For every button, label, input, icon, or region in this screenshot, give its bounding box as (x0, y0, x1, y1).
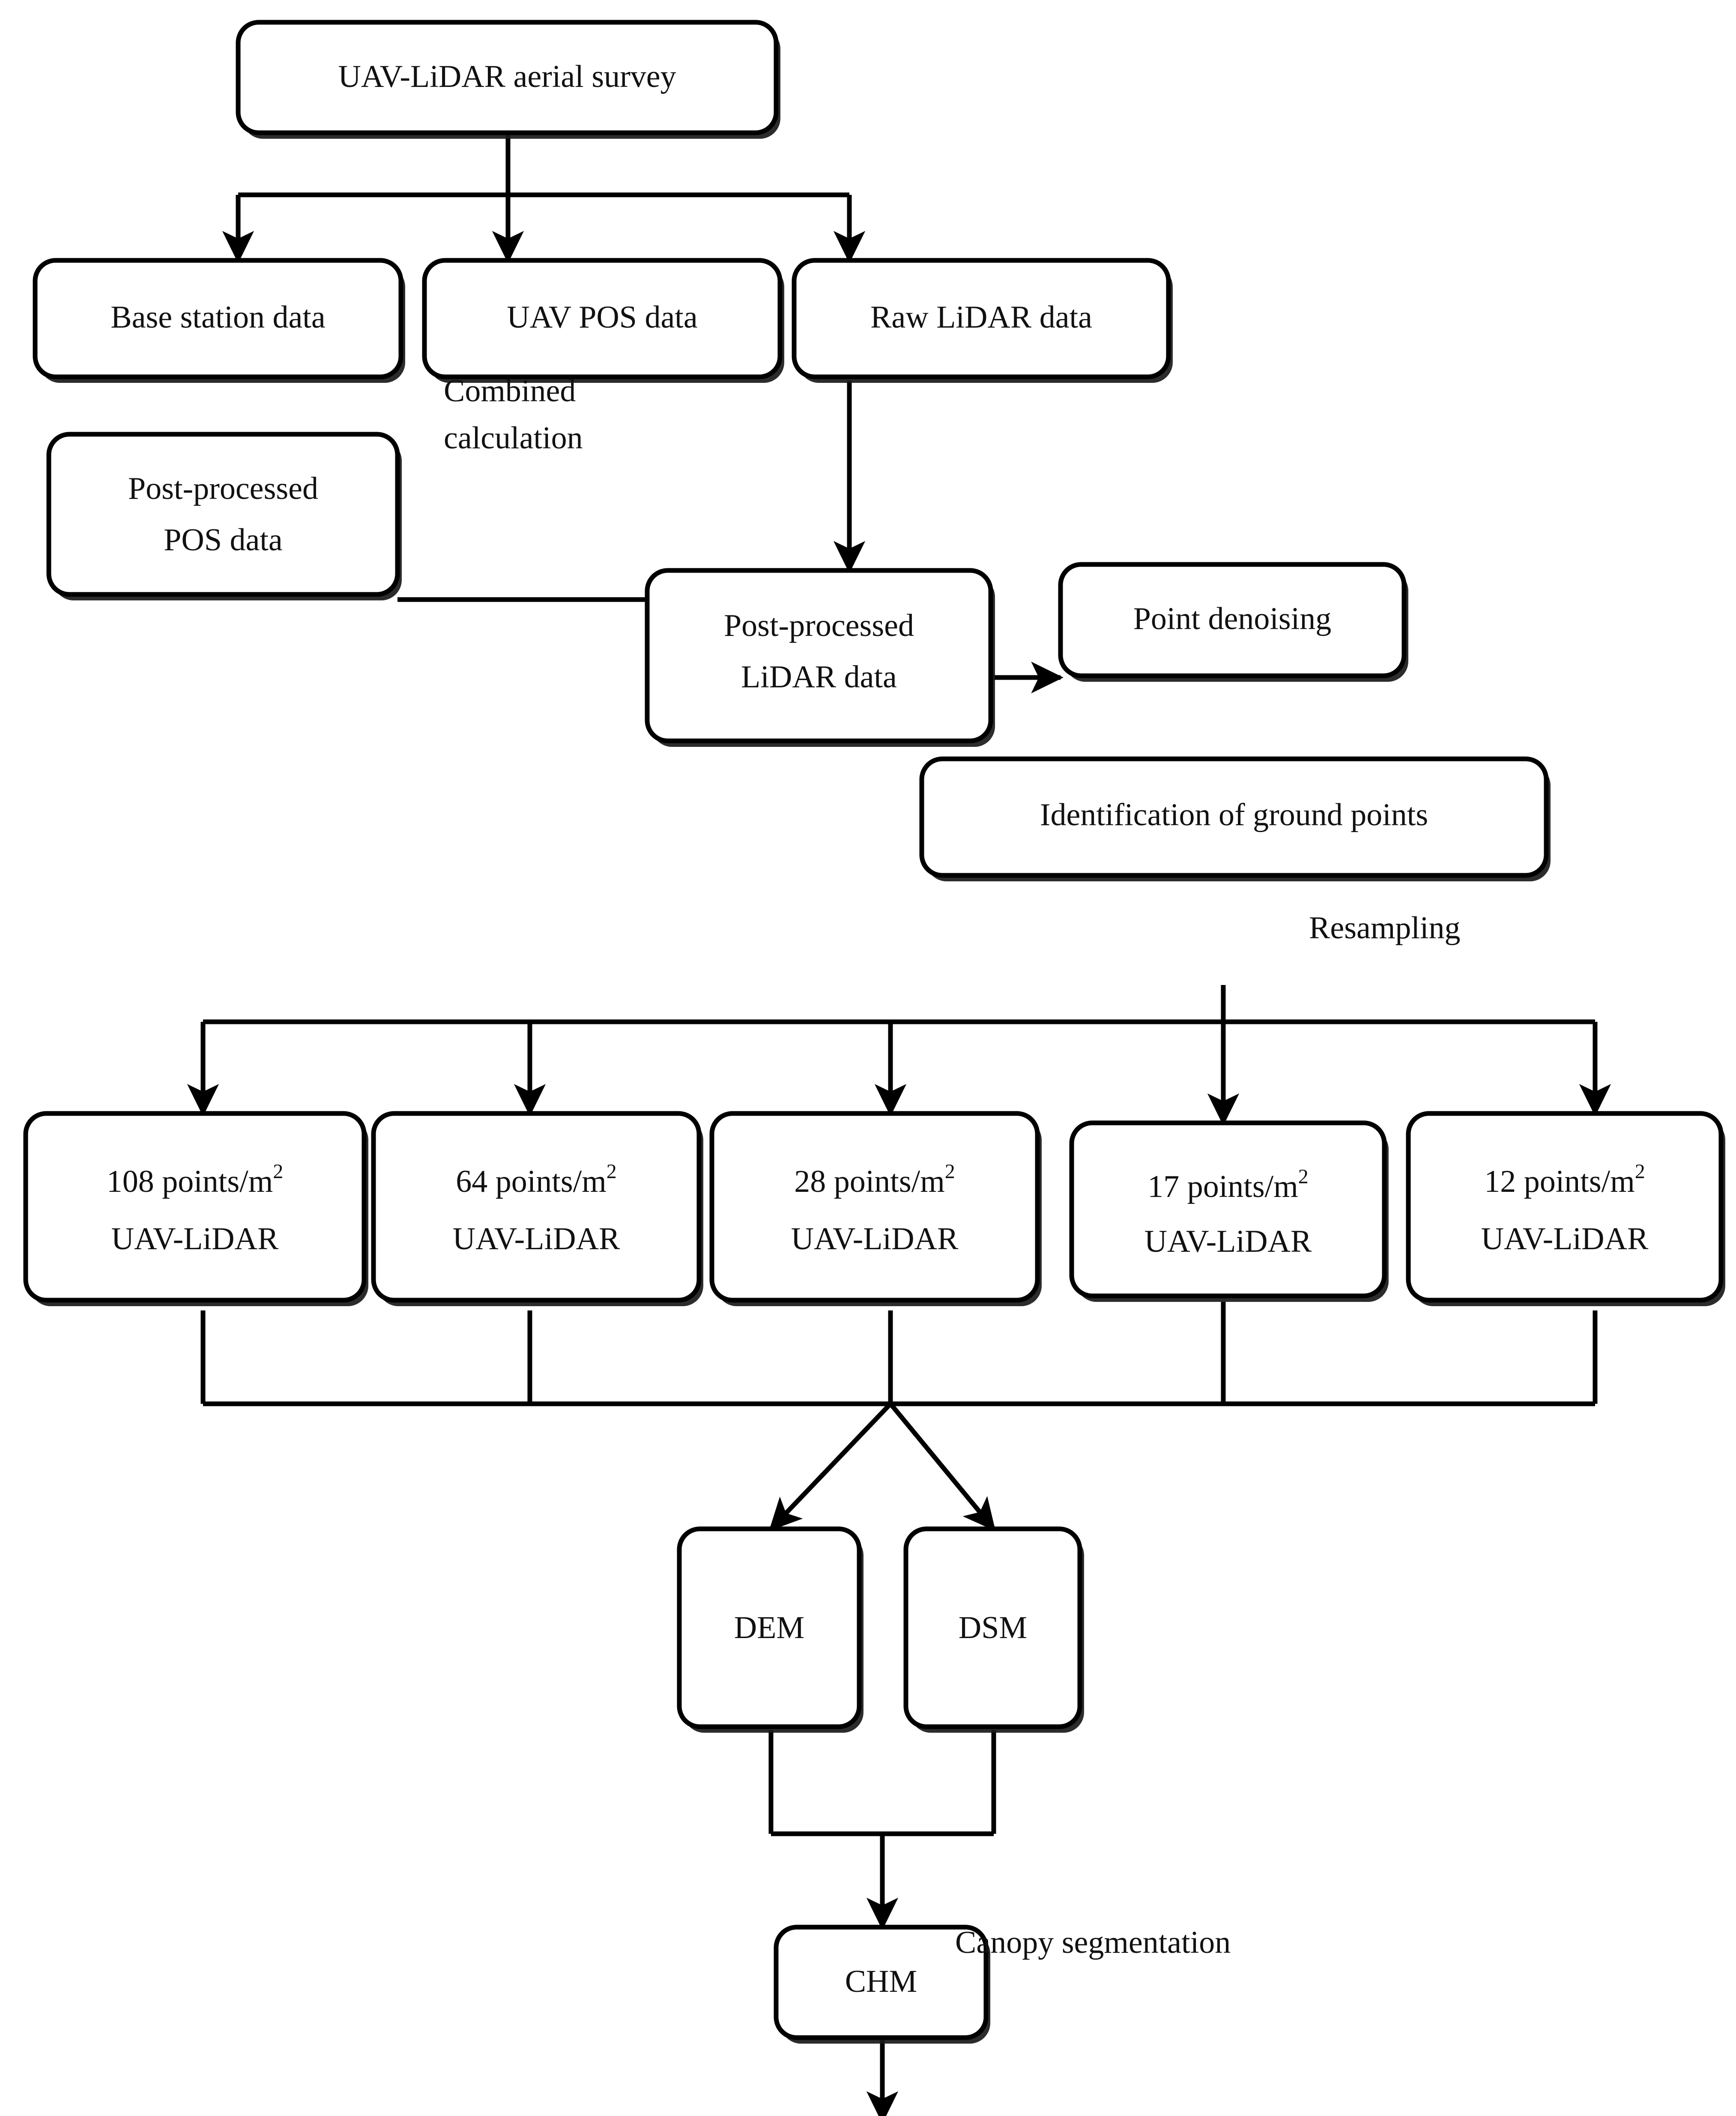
node-outline (422, 258, 783, 379)
node-label-density: 28 points/m2 (794, 1160, 955, 1199)
node-label-platform: UAV-LiDAR (1481, 1221, 1649, 1256)
node-point-denoising[interactable]: Point denoising (1058, 562, 1408, 682)
node-outline (903, 1526, 1082, 1729)
node-label-platform: UAV-LiDAR (1144, 1224, 1312, 1259)
node-label: UAV-LiDAR aerial survey (338, 59, 676, 94)
node-label-line2: POS data (164, 522, 283, 558)
node-density-1[interactable]: 108 points/m2 UAV-LiDAR (23, 1111, 368, 1306)
node-label-line1: Post-processed (128, 471, 318, 506)
node-base-station-data[interactable]: Base station data (33, 258, 405, 383)
node-label: UAV POS data (507, 300, 697, 335)
node-label-density: 17 points/m2 (1147, 1165, 1309, 1204)
edge-label-resampling: Resampling (1309, 910, 1461, 946)
node-outline (1058, 562, 1407, 678)
node-chm[interactable]: CHM (774, 1925, 990, 2044)
node-label-line2: LiDAR data (741, 660, 897, 695)
edge-label-canopy-segmentation: Canopy segmentation (955, 1925, 1231, 1960)
node-outline (919, 756, 1549, 878)
node-label: DSM (959, 1610, 1027, 1645)
arrow-to-dsm (888, 1402, 996, 1531)
node-label-density: 64 points/m2 (456, 1160, 617, 1199)
node-outline (1069, 1120, 1387, 1298)
node-label-line1: Post-processed (724, 608, 914, 643)
node-label-platform: UAV-LiDAR (791, 1221, 959, 1256)
node-outline (46, 432, 400, 597)
node-density-5[interactable]: 12 points/m2 UAV-LiDAR (1406, 1111, 1725, 1306)
node-raw-lidar-data[interactable]: Raw LiDAR data (792, 258, 1173, 383)
node-label: Raw LiDAR data (870, 300, 1092, 335)
node-identification-of-ground-points[interactable]: Identification of ground points (919, 756, 1551, 881)
node-label-density: 12 points/m2 (1484, 1160, 1645, 1199)
node-outline (709, 1111, 1040, 1303)
node-post-processed-pos-data[interactable]: Post-processed POS data (46, 432, 402, 600)
node-label: DEM (734, 1610, 804, 1645)
arrow-to-dem (769, 1402, 892, 1531)
node-label: CHM (845, 1964, 917, 1999)
node-outline (774, 1925, 989, 2040)
node-outline (371, 1111, 702, 1303)
node-outline (33, 258, 403, 379)
node-outline (792, 258, 1171, 379)
node-dem[interactable]: DEM (677, 1526, 864, 1733)
node-uav-pos-data[interactable]: UAV POS data (422, 258, 784, 383)
node-dsm[interactable]: DSM (903, 1526, 1084, 1733)
edge-label-combined-line2: calculation (444, 421, 583, 456)
node-post-processed-lidar-data[interactable]: Post-processed LiDAR data (645, 568, 995, 747)
node-outline (645, 568, 993, 743)
node-label-platform: UAV-LiDAR (111, 1221, 279, 1256)
node-label-density: 108 points/m2 (107, 1160, 284, 1199)
node-density-4[interactable]: 17 points/m2 UAV-LiDAR (1069, 1120, 1389, 1302)
node-density-3[interactable]: 28 points/m2 UAV-LiDAR (709, 1111, 1042, 1306)
node-outline (1406, 1111, 1724, 1303)
edge-label-combined-line1: Combined (444, 373, 576, 409)
node-label-platform: UAV-LiDAR (453, 1221, 620, 1256)
node-label: Point denoising (1133, 601, 1332, 636)
node-label: Identification of ground points (1040, 797, 1428, 833)
node-outline (23, 1111, 367, 1303)
node-label: Base station data (111, 300, 325, 335)
node-aerial-survey[interactable]: UAV-LiDAR aerial survey (236, 20, 780, 139)
node-outline (677, 1526, 862, 1729)
node-outline (236, 20, 779, 135)
node-density-2[interactable]: 64 points/m2 UAV-LiDAR (371, 1111, 703, 1306)
